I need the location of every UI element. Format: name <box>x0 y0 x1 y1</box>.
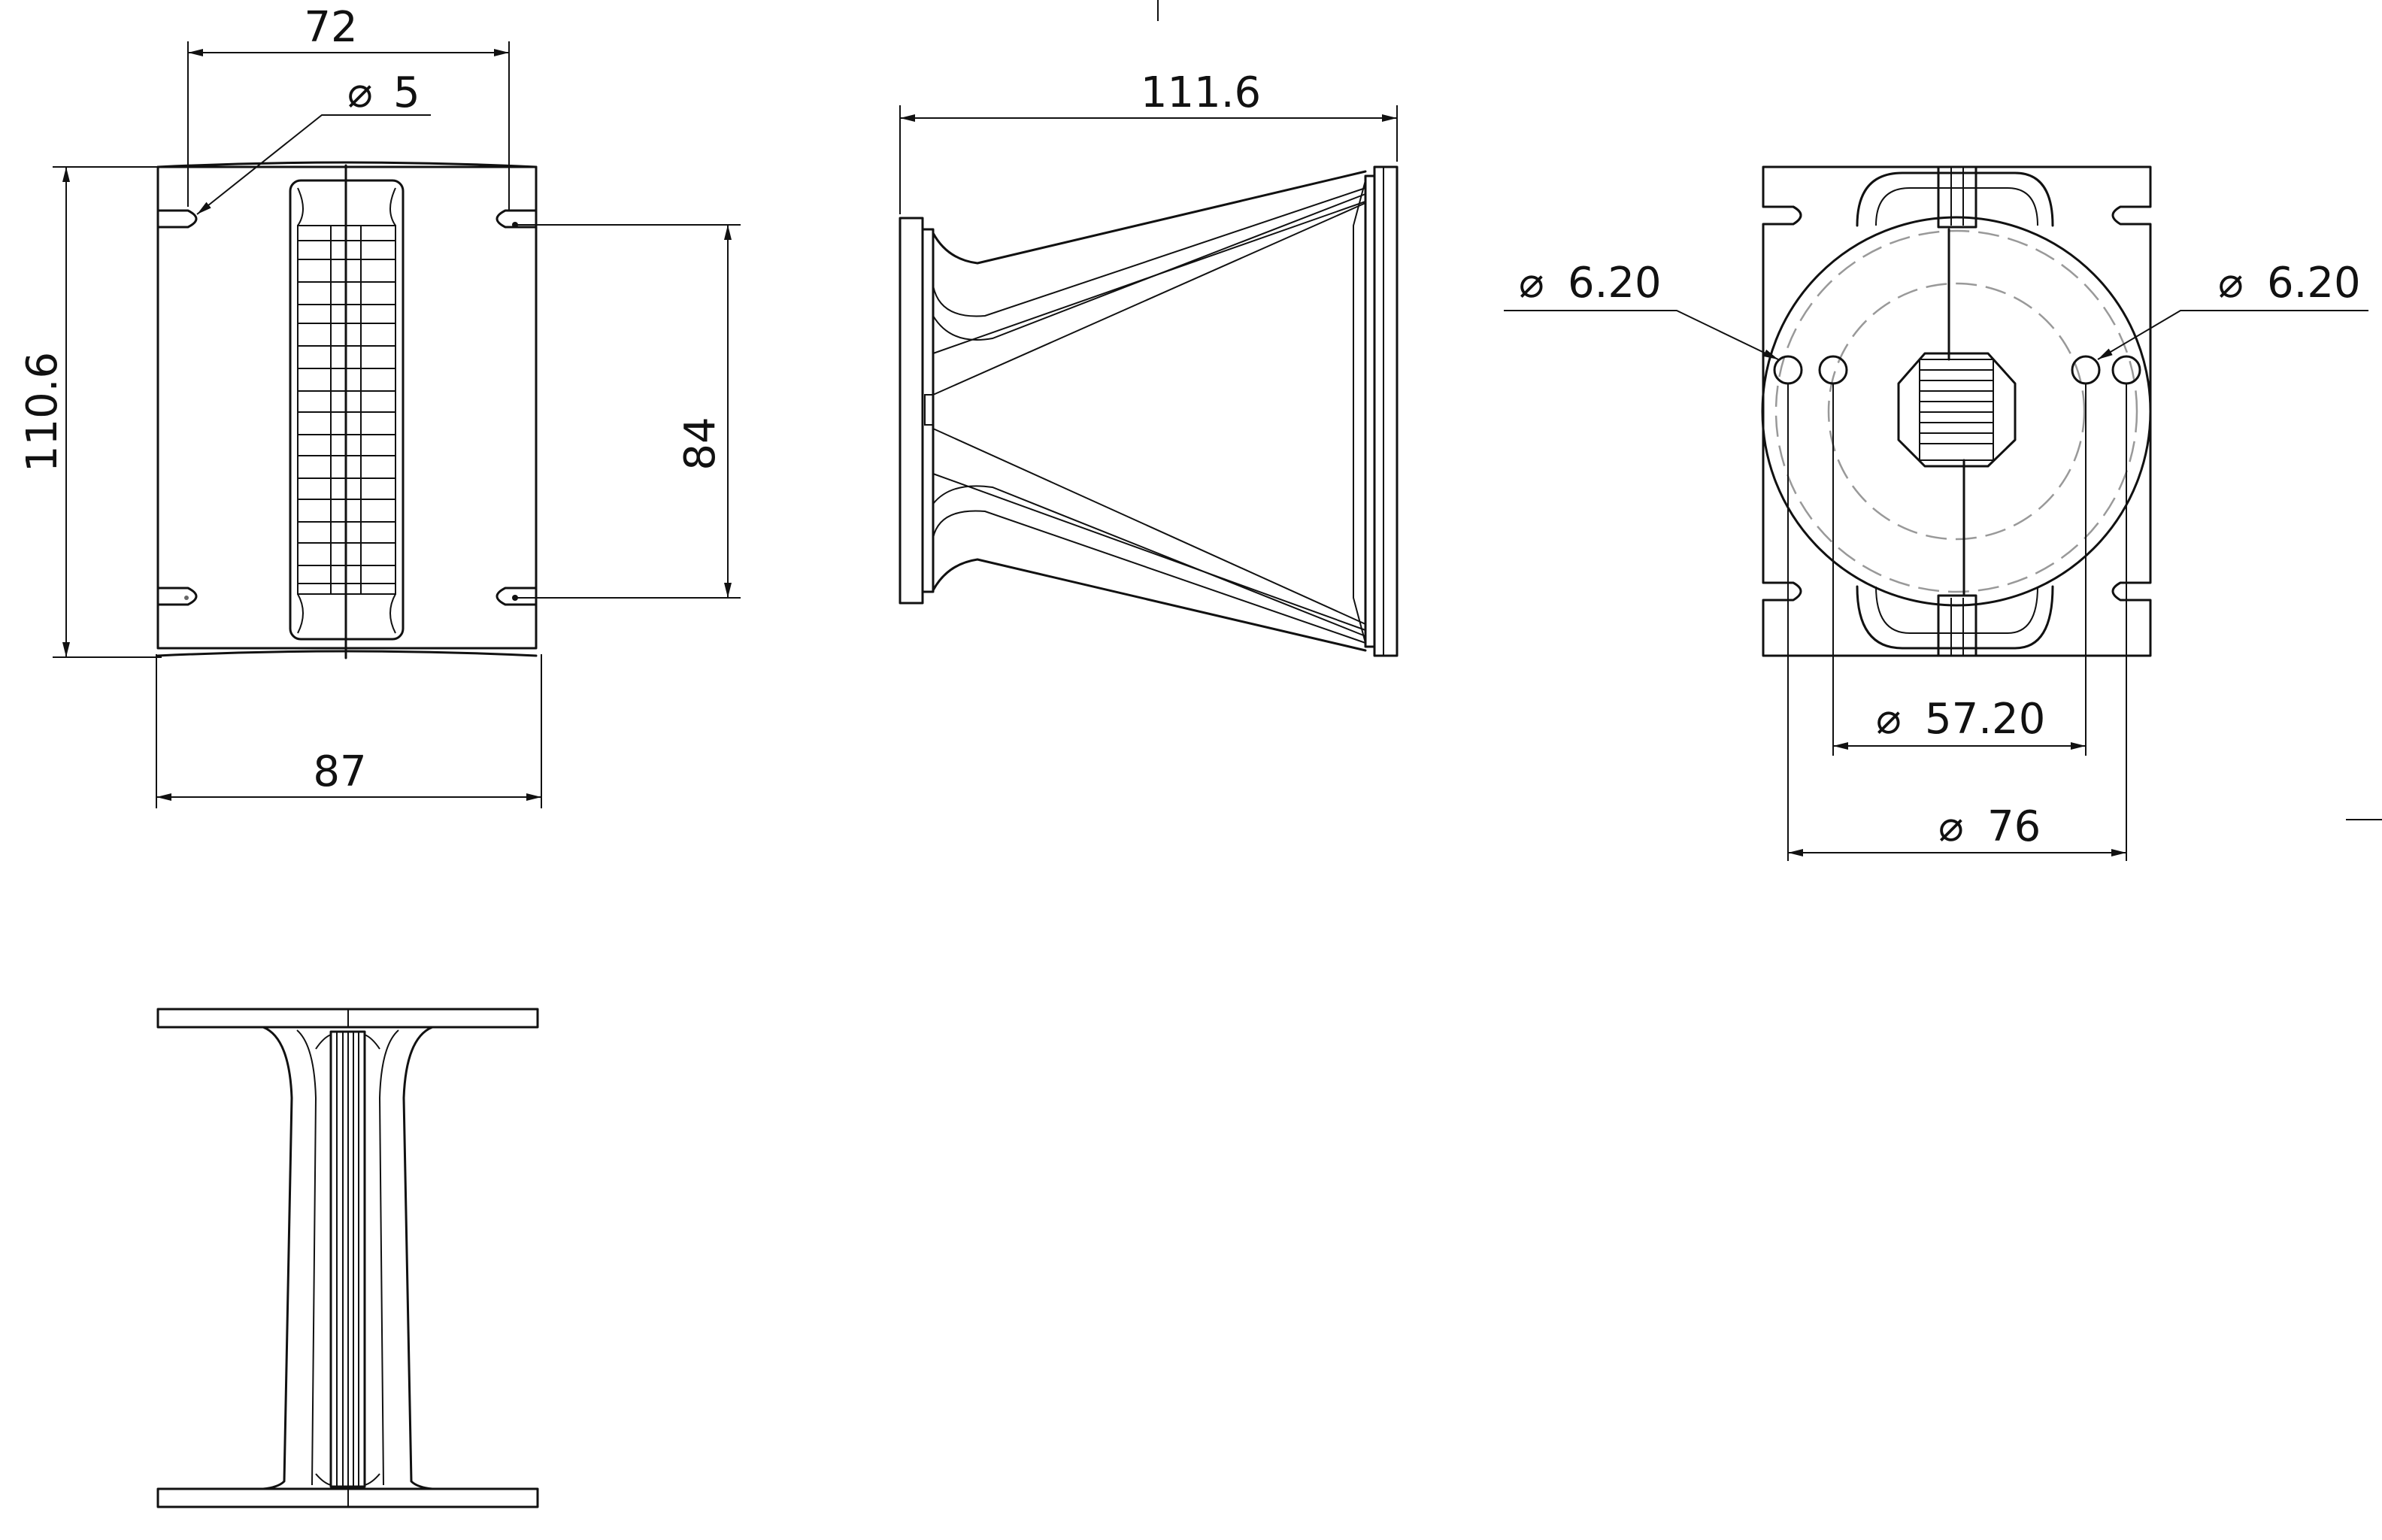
dim-width-top: 72 <box>304 3 357 52</box>
dim-hole-left-symbol: ⌀ <box>1519 259 1544 308</box>
rear-hole-1 <box>1773 355 1803 385</box>
rear-throat-fins <box>1920 369 1993 444</box>
rear-inner-circle <box>1827 282 2086 541</box>
rear-hole-3 <box>2071 355 2101 385</box>
dim-outer-circle: 76 <box>1987 802 2041 851</box>
top-view <box>156 1008 539 1508</box>
dim-hole-left: 6.20 <box>1568 259 1662 308</box>
dim-inner-circle: 57.20 <box>1925 695 2045 744</box>
rear-hole-4 <box>2111 355 2141 385</box>
dim-length: 111.6 <box>1141 68 1261 117</box>
slot-bottom-right <box>495 587 538 606</box>
side-mouth-ring <box>1373 165 1399 657</box>
throat-fins <box>297 187 396 634</box>
dim-slot-dia-symbol: ⌀ <box>347 68 373 117</box>
side-flange <box>899 217 924 605</box>
side-horn-lower <box>932 558 1367 652</box>
rear-outer-circle <box>1761 216 2152 607</box>
dim-height: 110.6 <box>18 352 67 472</box>
dim-outer-circle-symbol: ⌀ <box>1938 802 1964 851</box>
rear-bottom-housing <box>1856 585 2054 650</box>
top-view-neck <box>262 1026 434 1490</box>
dim-hole-right-symbol: ⌀ <box>2218 259 2244 308</box>
rear-view: ⌀ 6.20 ⌀ 6.20 ⌀ 57.20 ⌀ 76 <box>1504 165 2368 861</box>
rear-center-throat <box>1897 352 2017 468</box>
dim-hole-right: 6.20 <box>2267 259 2361 308</box>
dim-slot-spacing: 84 <box>676 417 725 470</box>
slot-top-right <box>495 209 538 229</box>
dim-inner-circle-symbol: ⌀ <box>1876 695 1902 744</box>
slot-top-left <box>156 209 198 229</box>
slot-bottom-left <box>156 587 198 606</box>
side-view: 111.6 <box>899 68 1399 657</box>
dim-width-bottom: 87 <box>313 747 366 796</box>
front-view: 72 ⌀ 5 110.6 84 87 <box>18 3 741 808</box>
rear-top-housing <box>1856 171 2054 227</box>
dim-slot-dia: 5 <box>393 68 420 117</box>
side-horn-upper <box>932 170 1367 265</box>
